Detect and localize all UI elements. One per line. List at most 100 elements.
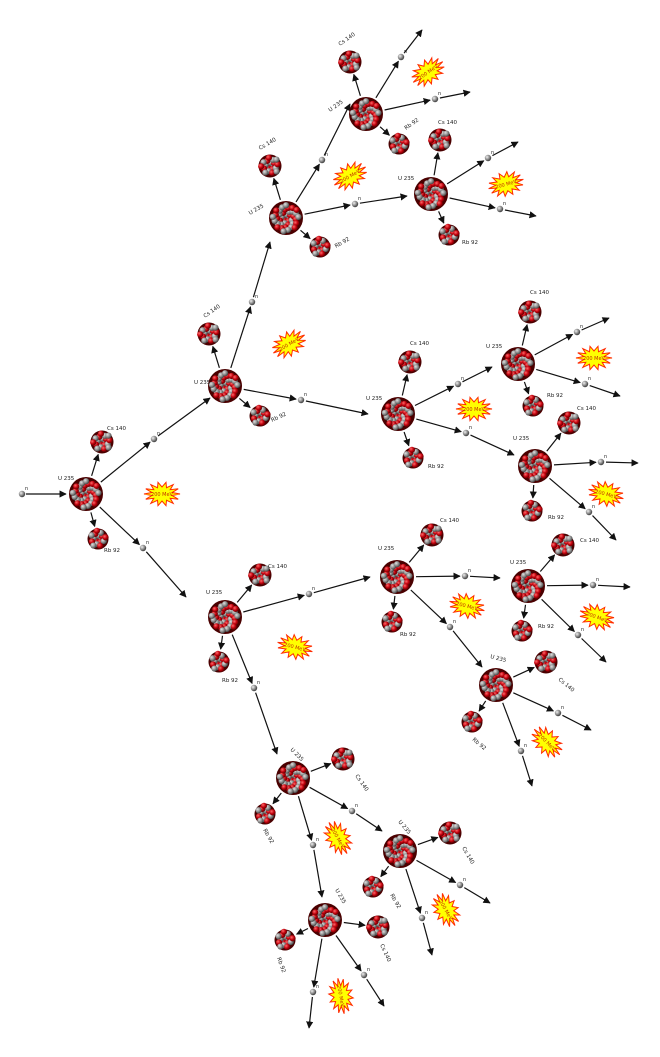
uranium-label: U 235	[366, 396, 383, 402]
uranium-235-nucleus	[276, 761, 310, 795]
reaction-arrow	[523, 381, 530, 395]
neutron-label: n	[438, 91, 441, 97]
free-neutron	[517, 747, 525, 755]
reaction-arrow	[211, 345, 220, 368]
rubidium-92-nucleus	[309, 235, 331, 258]
reaction-arrow	[439, 89, 471, 99]
reaction-arrow	[335, 935, 362, 972]
reaction-arrow	[384, 97, 431, 111]
reaction-arrow	[469, 574, 501, 582]
cesium-label: Cs 140	[460, 846, 475, 866]
free-neutron	[351, 200, 359, 208]
free-neutron	[454, 380, 462, 388]
cesium-140-nucleus	[90, 430, 114, 454]
reaction-arrow	[403, 431, 411, 447]
uranium-235-nucleus	[208, 369, 242, 403]
reaction-arrow	[272, 177, 281, 200]
rubidium-92-nucleus	[402, 446, 424, 469]
rubidium-label: Rb 92	[471, 737, 487, 752]
free-neutron	[18, 490, 26, 498]
neutron-label: n	[588, 376, 591, 382]
free-neutron	[309, 841, 317, 849]
rubidium-92-nucleus	[438, 223, 460, 246]
reaction-arrow	[343, 920, 366, 929]
reaction-arrow	[305, 400, 369, 417]
cesium-label: Cs 140	[203, 304, 222, 320]
rubidium-92-nucleus	[388, 132, 410, 155]
neutron-label: n	[157, 431, 160, 437]
rubidium-label: Rb 92	[222, 678, 238, 684]
reaction-arrow	[521, 323, 530, 346]
neutron-label: n	[596, 577, 599, 583]
free-neutron	[150, 435, 158, 443]
reaction-arrow	[405, 868, 422, 914]
free-neutron	[305, 590, 313, 598]
reaction-arrow	[231, 634, 253, 685]
free-neutron	[418, 914, 426, 922]
free-neutron	[484, 154, 492, 162]
cesium-label: Cs 140	[268, 564, 287, 570]
reaction-arrow	[236, 584, 253, 603]
cesium-label: Cs 140	[580, 538, 599, 544]
reaction-arrow	[252, 241, 272, 298]
uranium-235-nucleus	[208, 600, 242, 634]
neutron-label: n	[255, 294, 258, 300]
uranium-label: U 235	[378, 546, 395, 552]
uranium-235-nucleus	[349, 97, 383, 131]
neutron-label: n	[580, 324, 583, 330]
uranium-label: U 235	[58, 476, 75, 482]
cesium-label: Cs 140	[338, 32, 357, 48]
uranium-235-nucleus	[501, 347, 535, 381]
neutron-label: n	[25, 486, 28, 492]
cesium-label: Cs 140	[258, 137, 278, 152]
reaction-arrow	[549, 477, 586, 510]
neutron-label: n	[316, 837, 319, 843]
uranium-235-nucleus	[479, 668, 513, 702]
reaction-arrow	[478, 700, 487, 712]
reaction-arrow	[463, 887, 491, 904]
reaction-arrow	[295, 163, 320, 203]
free-neutron	[248, 298, 256, 306]
energy-burst: 200 MeV	[575, 345, 613, 371]
reaction-arrow	[414, 385, 455, 407]
cesium-label: Cs 140	[440, 518, 459, 524]
neutron-label: n	[146, 540, 149, 546]
free-neutron	[574, 631, 582, 639]
cesium-140-nucleus	[366, 915, 390, 939]
cesium-label: Cs 140	[577, 406, 596, 412]
reaction-arrow	[415, 572, 461, 580]
free-neutron	[250, 684, 258, 692]
reaction-arrow	[417, 836, 439, 846]
reaction-arrow	[521, 755, 534, 787]
cesium-140-nucleus	[331, 747, 355, 771]
rubidium-92-nucleus	[274, 928, 296, 951]
neutron-label: n	[312, 586, 315, 592]
free-neutron	[318, 156, 326, 164]
rubidium-label: Rb 92	[404, 118, 421, 132]
energy-label: 200 MeV	[495, 179, 518, 191]
energy-burst: 200 MeV	[588, 480, 624, 508]
free-neutron	[456, 881, 464, 889]
reaction-arrow	[539, 554, 556, 572]
rubidium-label: Rb 92	[261, 828, 274, 845]
reaction-arrow	[100, 441, 151, 483]
free-neutron	[360, 971, 368, 979]
reaction-arrow	[605, 459, 639, 467]
energy-label: 200 MeV	[283, 642, 306, 654]
reaction-arrow	[218, 635, 226, 650]
neutron-label: n	[325, 152, 328, 158]
uranium-235-nucleus	[380, 560, 414, 594]
energy-burst: 200 MeV	[455, 396, 493, 422]
reaction-arrow	[239, 397, 251, 408]
cesium-140-nucleus	[248, 563, 272, 587]
cesium-140-nucleus	[258, 154, 282, 178]
energy-burst: 200 MeV	[143, 481, 181, 507]
uranium-label: U 235	[333, 888, 347, 906]
reaction-arrow	[581, 317, 610, 331]
uranium-label: U 235	[486, 344, 503, 350]
cesium-140-nucleus	[197, 322, 221, 346]
rubidium-92-nucleus	[362, 875, 384, 898]
particles-layer: n U 235 Cs 140 Rb 92 n n 200 MeV U 235 Cs 140 Rb …	[18, 32, 624, 1014]
cesium-140-nucleus	[398, 350, 422, 374]
rubidium-92-nucleus	[87, 527, 109, 550]
